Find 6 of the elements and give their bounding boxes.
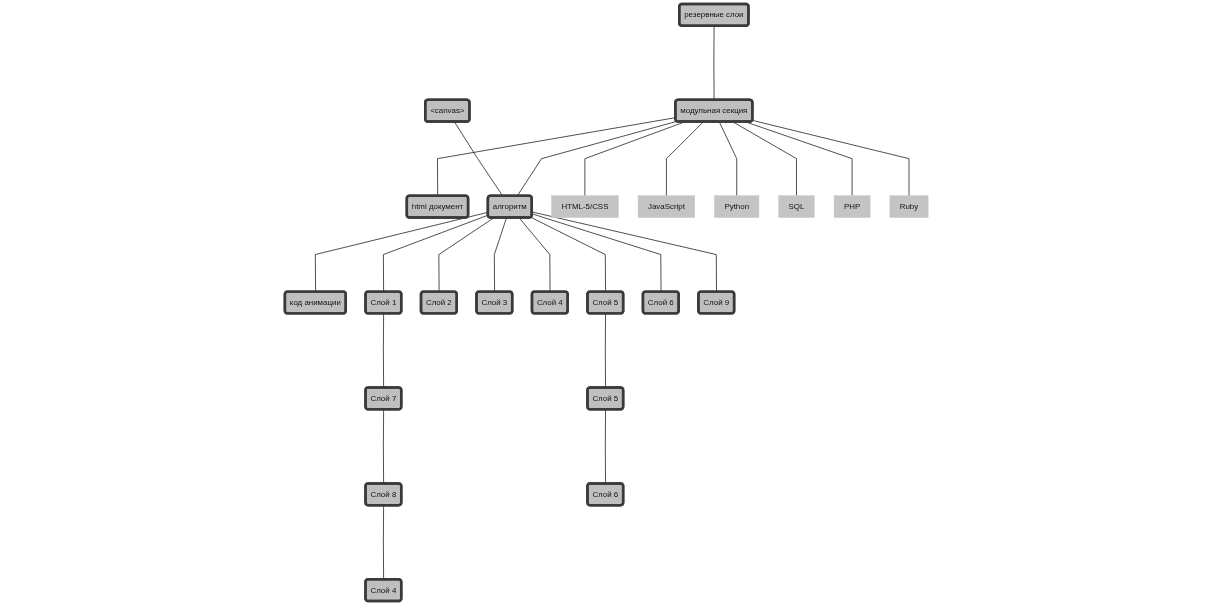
connector [604,409,606,484]
connector [752,120,910,197]
connector [383,409,384,484]
connector [718,121,738,197]
connector [383,505,384,580]
connector [666,121,704,197]
